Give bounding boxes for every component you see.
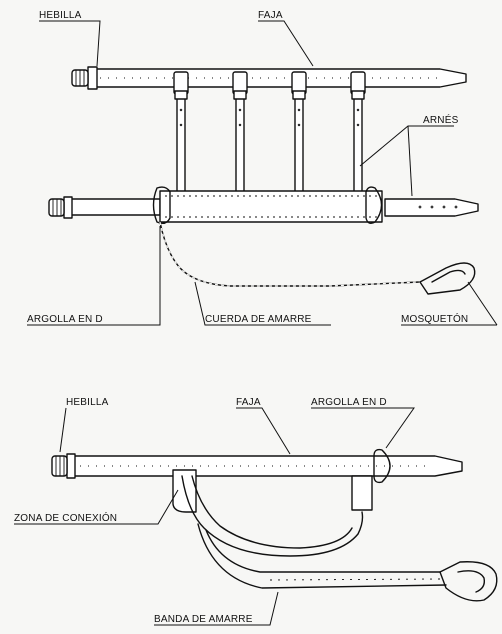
top-harness-diagram: HEBILLA FAJA ARNÉS ARGOLLA EN D CUERDA D… <box>27 10 498 326</box>
bottom-buckle <box>51 453 76 479</box>
bottom-webbing-lanyard <box>197 523 447 589</box>
label-argolla-bottom: ARGOLLA EN D <box>311 397 387 408</box>
leader-arnes-2 <box>407 125 413 197</box>
bottom-d-ring <box>373 448 391 484</box>
label-banda-amarre: BANDA DE AMARRE <box>154 614 253 625</box>
leader-hebilla-bottom <box>59 407 67 453</box>
top-upper-belt <box>94 68 467 88</box>
top-carabiner <box>419 262 476 295</box>
bottom-waist-belt <box>73 455 463 477</box>
leader-argolla-top <box>27 226 161 326</box>
top-harness-straps <box>173 71 366 196</box>
bottom-connection-zone <box>172 469 373 557</box>
label-faja-bottom: FAJA <box>236 397 261 408</box>
bottom-belt-diagram: HEBILLA FAJA ARGOLLA EN D ZONA DE CONEXI… <box>14 397 498 626</box>
leader-zona-conexion <box>14 489 179 525</box>
leader-faja-top <box>258 20 314 67</box>
label-arnes: ARNÉS <box>423 113 459 126</box>
top-lower-buckle <box>48 196 73 219</box>
leader-mosqueton <box>467 281 498 326</box>
label-zona-conexion: ZONA DE CONEXIÓN <box>14 511 117 524</box>
leader-faja-bottom <box>236 407 291 455</box>
label-hebilla-bottom: HEBILLA <box>66 397 109 408</box>
label-argolla-top: ARGOLLA EN D <box>27 314 103 325</box>
top-lower-belt <box>69 190 479 223</box>
leader-cuerda <box>194 281 331 326</box>
label-hebilla-top: HEBILLA <box>39 10 82 21</box>
bottom-carabiner <box>439 561 498 602</box>
label-cuerda: CUERDA DE AMARRE <box>205 314 312 325</box>
leader-hebilla-top <box>39 20 101 67</box>
label-faja-top: FAJA <box>258 10 283 21</box>
top-d-rings <box>152 186 383 225</box>
leader-argolla-bottom <box>311 407 415 449</box>
label-mosqueton: MOSQUETÓN <box>401 312 468 325</box>
top-upper-buckle <box>71 66 98 90</box>
leader-arnes-1 <box>359 125 454 167</box>
leader-banda-amarre <box>154 591 279 626</box>
top-lanyard-rope <box>159 221 421 287</box>
